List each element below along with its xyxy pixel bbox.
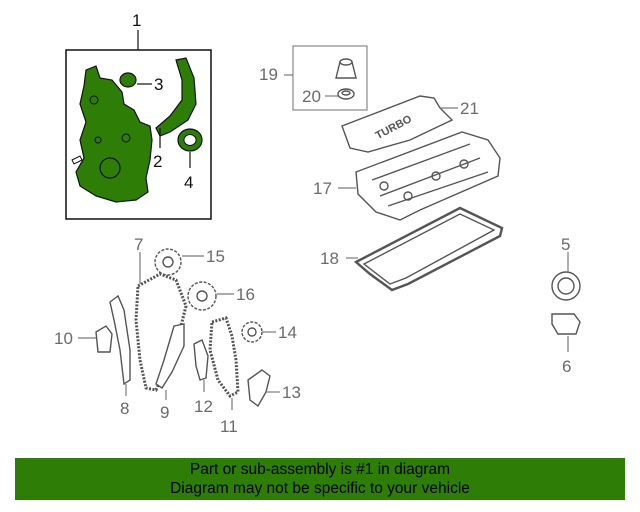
- valve-cover-gasket-group[interactable]: 18: [320, 206, 504, 292]
- crank-seal-group[interactable]: 5 6: [551, 235, 581, 376]
- oil-seal-inner: [183, 134, 197, 146]
- callout-8: 8: [120, 399, 129, 418]
- callout-19: 19: [259, 65, 278, 84]
- oil-pump-chain-guide-part[interactable]: [193, 339, 209, 381]
- upper-timing-cover-part[interactable]: [155, 57, 197, 137]
- chain-tensioner-part[interactable]: [95, 325, 113, 353]
- callout-1: 1: [132, 11, 141, 30]
- filler-cap-top: [339, 58, 353, 66]
- callout-6: 6: [562, 357, 571, 376]
- engine-cover-part[interactable]: [341, 95, 454, 153]
- tensioner-arm-part[interactable]: [155, 323, 185, 389]
- valve-cover-part[interactable]: [355, 131, 501, 221]
- callout-13: 13: [282, 383, 301, 402]
- chain-guide-part[interactable]: [109, 294, 131, 386]
- oil-pump-sprocket-hub: [247, 327, 257, 337]
- banner-line-1: Part or sub-assembly is #1 in diagram: [189, 461, 451, 478]
- oil-pump-chain-part[interactable]: [208, 316, 240, 398]
- callout-3: 3: [154, 75, 163, 94]
- timing-cover-assembly-group[interactable]: 1 3 2 4: [65, 11, 212, 220]
- cover-boss-a: [89, 95, 99, 105]
- callout-4: 4: [184, 173, 193, 192]
- info-banner: Part or sub-assembly is #1 in diagram Di…: [15, 458, 625, 500]
- callout-12: 12: [194, 397, 213, 416]
- camshaft-sprocket-b-part[interactable]: [187, 281, 217, 311]
- valve-cover-ridge: [371, 143, 489, 207]
- callout-21: 21: [460, 99, 479, 118]
- callout-16: 16: [236, 285, 255, 304]
- gasket-inner-edge: [362, 213, 496, 285]
- callout-18: 18: [320, 249, 339, 268]
- cover-bolt-part[interactable]: [71, 155, 83, 165]
- valve-cover-hole-b: [403, 191, 413, 201]
- banner-line-2: Diagram may not be specific to your vehi…: [170, 480, 470, 497]
- callout-15: 15: [206, 247, 225, 266]
- callout-9: 9: [160, 403, 169, 422]
- callout-5: 5: [561, 235, 570, 254]
- oil-pump-sprocket-part[interactable]: [241, 321, 263, 343]
- callout-17: 17: [313, 179, 332, 198]
- oil-filler-group[interactable]: 19 20: [259, 45, 368, 111]
- cover-boss-c: [94, 136, 102, 144]
- callout-10: 10: [54, 329, 73, 348]
- callout-11: 11: [220, 417, 238, 436]
- timing-chain-part[interactable]: [134, 272, 188, 392]
- filler-cap-seal-inner: [341, 90, 351, 96]
- valve-cover-hole-d: [459, 159, 469, 169]
- oil-pump-tensioner-part[interactable]: [247, 369, 271, 408]
- valve-cover-gasket-part[interactable]: [353, 206, 504, 292]
- parts-diagram: 1 3 2 4 19 20 TURBO 21 17 18: [54, 11, 581, 436]
- callout-20: 20: [302, 87, 321, 106]
- filler-cap-box: [292, 45, 368, 111]
- callout-7: 7: [134, 235, 143, 254]
- valve-cover-group[interactable]: TURBO 21 17: [313, 95, 501, 221]
- cover-boss-b: [121, 133, 131, 143]
- valve-cover-hole-c: [431, 171, 441, 181]
- callout-2: 2: [153, 152, 162, 171]
- valve-cover-hole-a: [379, 181, 389, 191]
- sprocket-b-hub: [196, 290, 208, 302]
- callout-14: 14: [278, 323, 297, 342]
- cover-plug-part[interactable]: [119, 72, 137, 88]
- cover-seal-bore: [99, 157, 121, 179]
- crankshaft-seal-inner: [557, 277, 575, 295]
- sprocket-a-hub: [162, 256, 174, 268]
- crank-position-sensor-part[interactable]: [551, 313, 581, 335]
- camshaft-sprocket-a-part[interactable]: [154, 248, 182, 276]
- timing-chain-group[interactable]: 15 16 7 8 10 9 12 11 14: [54, 235, 301, 436]
- timing-cover-part[interactable]: [75, 65, 153, 203]
- crankshaft-seal-part[interactable]: [551, 271, 581, 301]
